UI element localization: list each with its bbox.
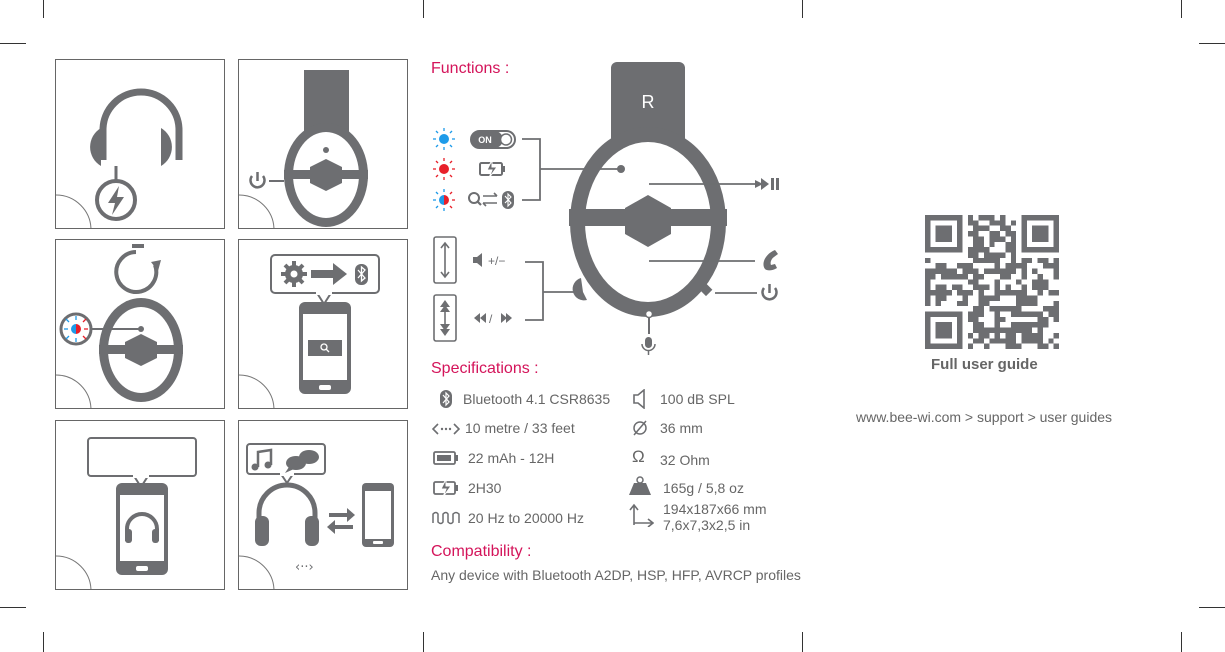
spec-weight: 165g / 5,8 oz	[663, 480, 744, 496]
power-icon	[761, 284, 778, 301]
charging-battery-icon	[479, 159, 505, 179]
volume-rocker-icon	[433, 236, 457, 284]
spec-bluetooth: Bluetooth 4.1 CSR8635	[463, 391, 611, 407]
full-user-guide-label: Full user guide	[931, 356, 1038, 373]
compatibility-heading: Compatibility :	[431, 543, 532, 560]
headphones-icon	[125, 512, 159, 543]
weight-icon	[629, 476, 651, 495]
range-arrows-icon: ‹··›	[295, 560, 314, 575]
crop-mark	[1181, 0, 1182, 18]
power-icon	[249, 172, 266, 189]
charge-icon	[95, 179, 137, 221]
panel-phone-connected	[55, 420, 225, 590]
crop-mark	[0, 607, 26, 608]
bluetooth-icon	[355, 264, 368, 285]
ohm-icon: Ω	[632, 447, 645, 466]
spec-frequency: 20 Hz to 20000 Hz	[468, 510, 584, 526]
panel-audio-stream: ‹··›	[238, 420, 408, 590]
spec-battery: 22 mAh - 12H	[468, 450, 555, 466]
microphone-icon	[641, 337, 656, 355]
charging-battery-icon	[433, 479, 458, 497]
phone-call-icon	[763, 250, 778, 271]
timer-icon	[114, 244, 161, 294]
track-separator: /	[489, 312, 493, 326]
volume-label: +/−	[488, 254, 505, 268]
crop-mark	[43, 632, 44, 652]
spec-charge-time: 2H30	[468, 480, 502, 496]
panel-charge	[55, 59, 225, 229]
dimensions-icon	[629, 503, 654, 527]
blue-red-led-icon	[59, 312, 93, 346]
smartphone-icon	[362, 483, 394, 547]
panel-phone-settings	[238, 239, 408, 409]
crop-mark	[1181, 632, 1182, 652]
spec-spl: 100 dB SPL	[660, 391, 735, 407]
crop-mark	[802, 632, 803, 652]
transfer-arrows-icon	[327, 508, 355, 534]
crop-mark	[1199, 607, 1225, 608]
range-arrows-icon	[432, 423, 460, 435]
speaker-volume-icon	[473, 253, 482, 267]
previous-track-icon	[474, 313, 486, 323]
qr-modules	[925, 215, 1059, 349]
specifications-heading: Specifications :	[431, 360, 539, 377]
diameter-icon	[633, 420, 647, 436]
bluetooth-icon	[440, 390, 452, 408]
search-button-icon	[308, 340, 342, 356]
play-pause-icon	[761, 178, 779, 190]
functions-heading: Functions :	[431, 60, 510, 77]
next-track-icon	[501, 313, 512, 323]
speaker-icon	[633, 389, 645, 409]
on-toggle-icon: ON	[470, 130, 516, 149]
crop-mark	[0, 43, 26, 44]
svg-text:‹··›: ‹··›	[295, 560, 314, 575]
search-swap-bluetooth-icon	[468, 191, 514, 209]
crop-mark	[1199, 43, 1225, 44]
music-note-icon	[251, 448, 273, 471]
crop-mark	[802, 0, 803, 18]
earcup-letter: R	[642, 92, 655, 112]
crop-mark	[423, 0, 424, 18]
led-blue-icon	[433, 128, 455, 150]
earcup-illustration: R	[569, 62, 727, 334]
qr-code[interactable]	[925, 215, 1059, 349]
qr-finder-pattern	[925, 311, 963, 349]
compatibility-text: Any device with Bluetooth A2DP, HSP, HFP…	[431, 567, 801, 583]
on-badge-label: ON	[478, 135, 492, 145]
spec-dimensions-in: 7,6x7,3x2,5 in	[663, 517, 751, 533]
gear-icon	[281, 261, 307, 287]
chat-bubbles-icon	[285, 450, 319, 473]
arrow-right-icon	[311, 263, 347, 285]
qr-finder-pattern	[1021, 215, 1059, 253]
functions-diagram: R	[433, 62, 779, 355]
track-rocker-icon	[433, 294, 457, 342]
led-red-icon	[433, 158, 455, 180]
user-guide-url[interactable]: www.bee-wi.com > support > user guides	[856, 409, 1113, 425]
spec-dimensions-mm: 194x187x66 mm	[663, 501, 767, 517]
qr-finder-pattern	[925, 215, 963, 253]
crop-mark	[423, 632, 424, 652]
smartphone-icon	[116, 483, 168, 575]
headphones-icon	[255, 482, 319, 546]
panel-power	[238, 59, 408, 229]
led-blue-red-icon	[433, 189, 455, 211]
crop-mark	[43, 0, 44, 18]
spec-range: 10 metre / 33 feet	[465, 420, 575, 436]
battery-icon	[433, 451, 458, 465]
panel-pairing-led	[55, 239, 225, 409]
spec-driver-size: 36 mm	[660, 420, 703, 436]
frequency-wave-icon	[432, 511, 460, 525]
spec-impedance: 32 Ohm	[660, 452, 710, 468]
